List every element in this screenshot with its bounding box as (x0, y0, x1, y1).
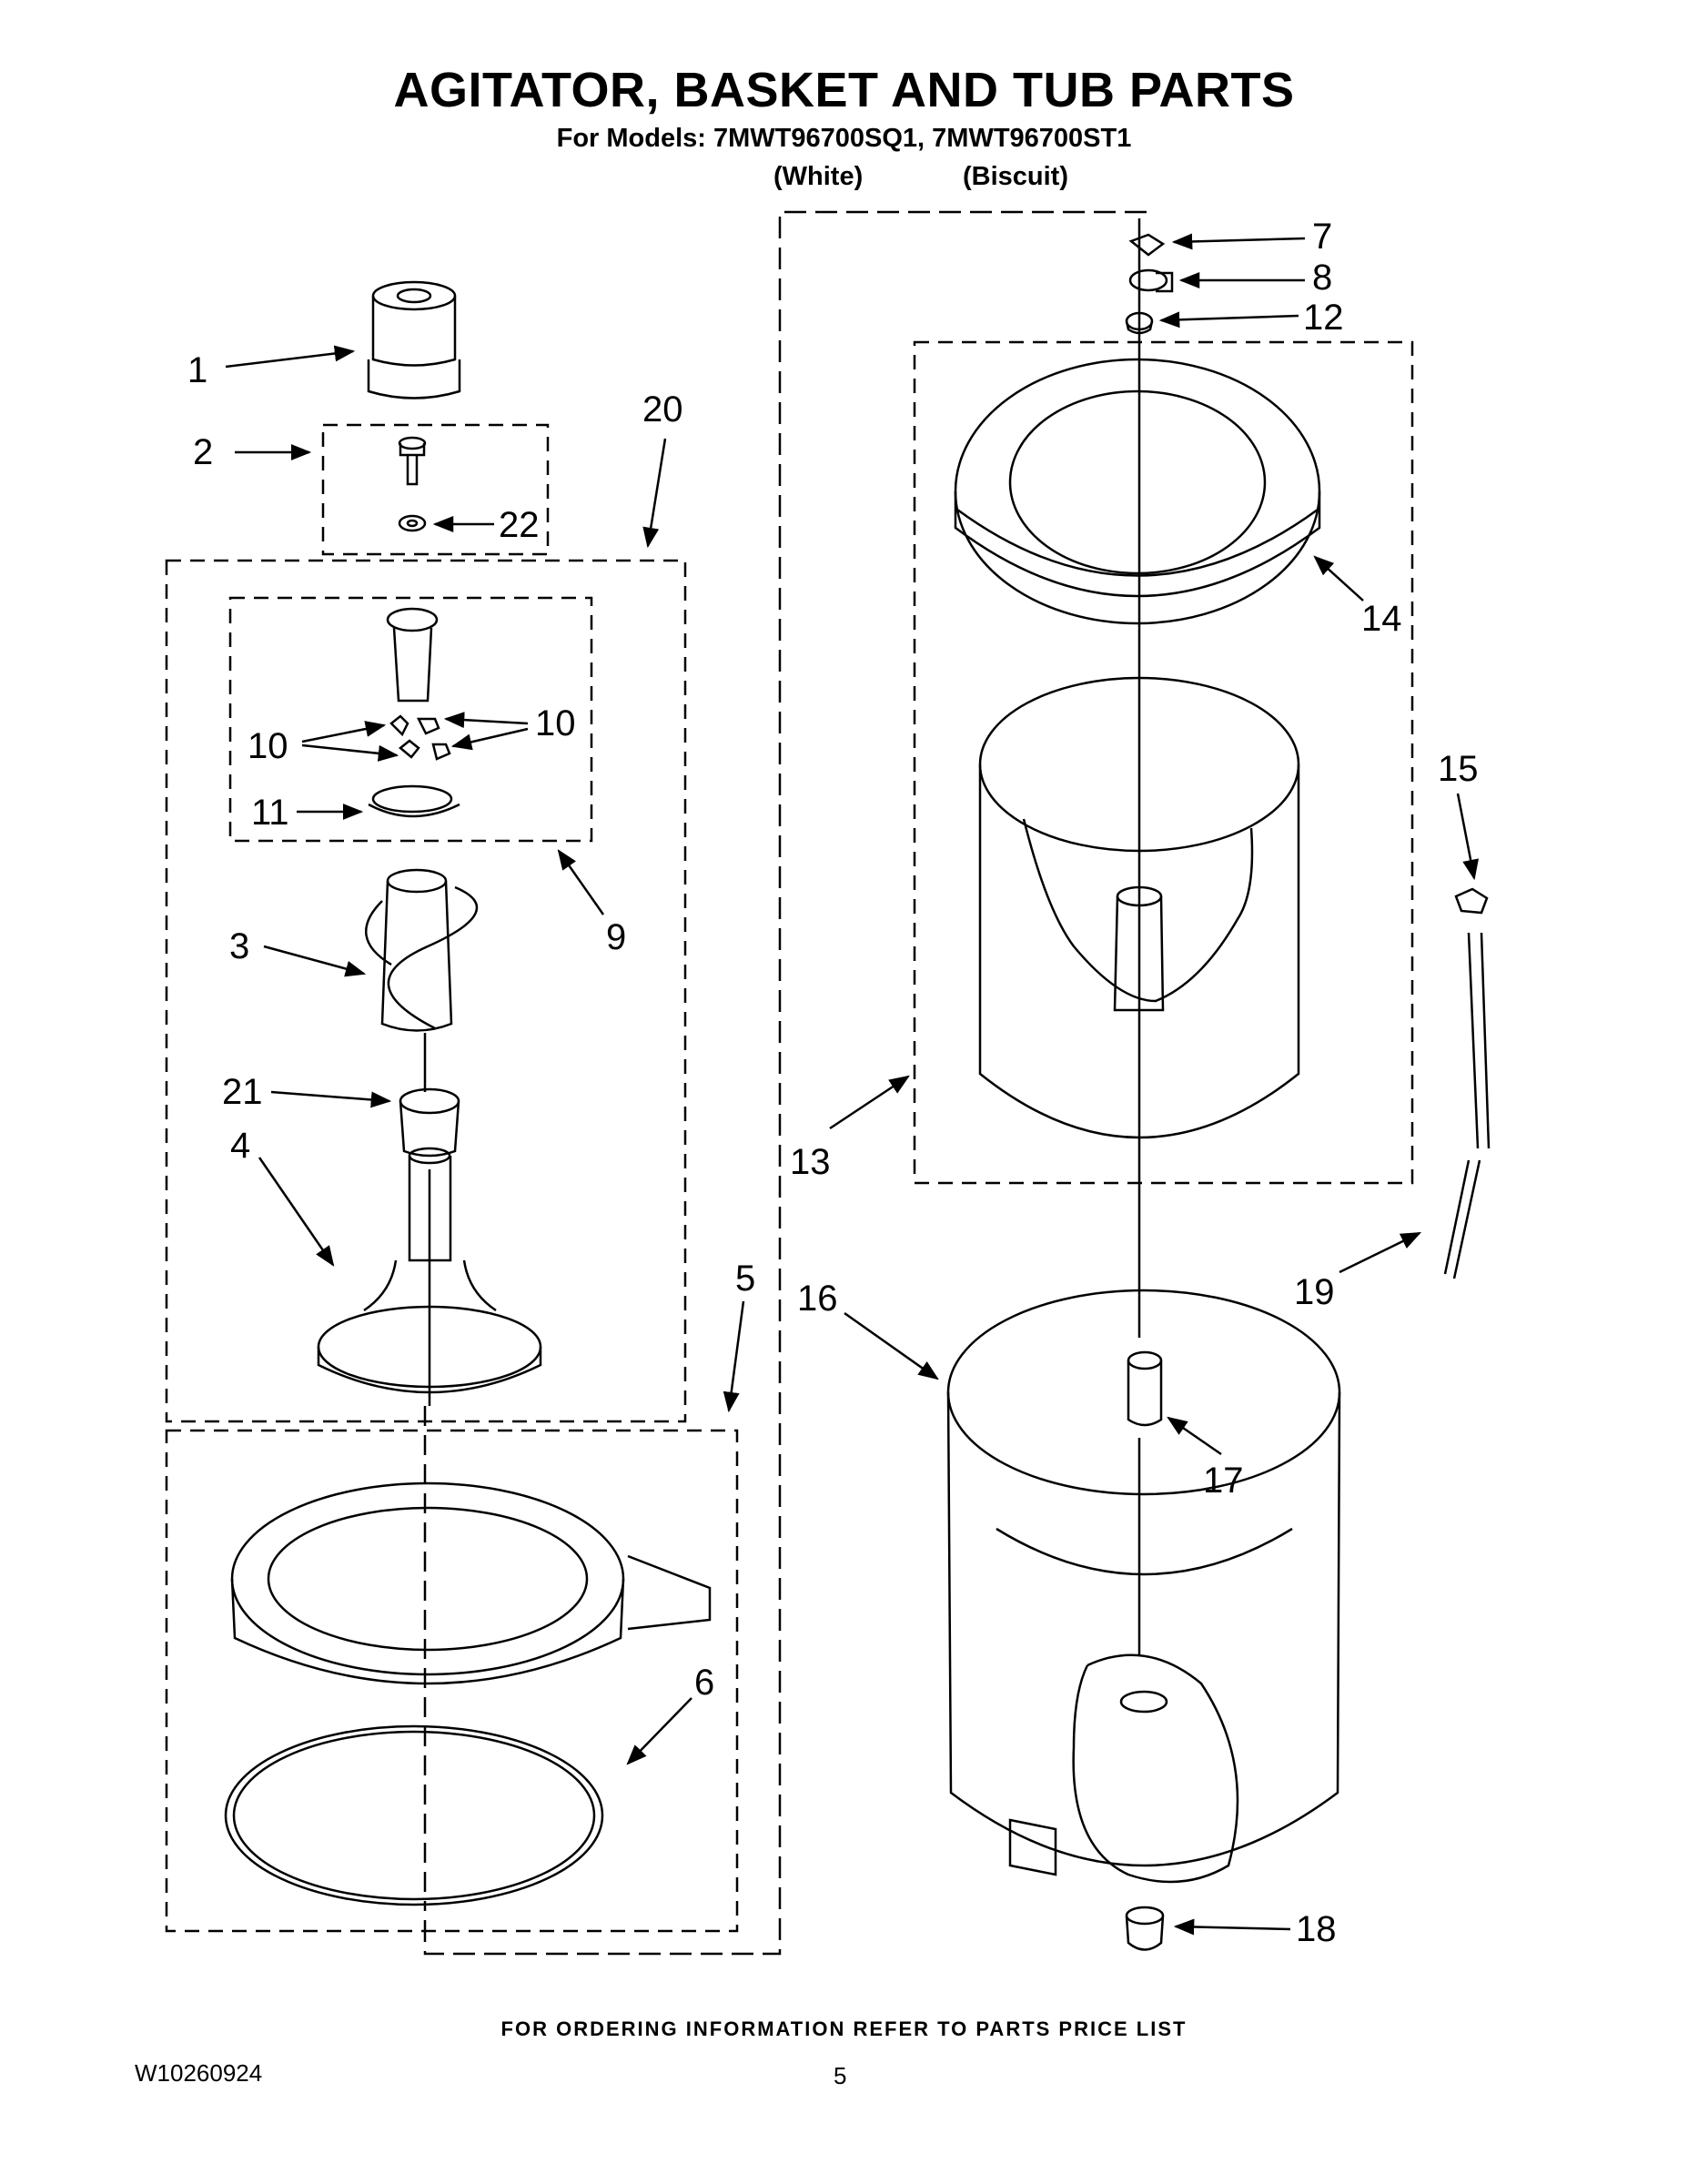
leader-13 (829, 1075, 910, 1130)
document-number: W10260924 (135, 2059, 263, 2087)
leader-14 (1313, 555, 1364, 602)
part-22-washer (398, 514, 427, 532)
part-2-bolt (398, 436, 427, 486)
group-box-2-22 (321, 423, 550, 556)
leader-16 (844, 1311, 939, 1380)
leader-15 (1456, 793, 1479, 881)
group-box-5 (165, 1429, 739, 1933)
callout-18: 18 (1296, 1909, 1337, 1949)
part-10-dogs (389, 714, 451, 761)
callout-4: 4 (230, 1126, 250, 1166)
leader-3 (263, 945, 367, 977)
part-18-plug (1125, 1906, 1165, 1951)
leader-5 (723, 1300, 745, 1413)
leader-20 (642, 438, 667, 549)
page-title: AGITATOR, BASKET AND TUB PARTS (393, 63, 1295, 117)
callout-21: 21 (222, 1072, 263, 1112)
leader-6 (626, 1697, 692, 1765)
callout-10-left: 10 (248, 726, 288, 766)
callout-1: 1 (187, 350, 207, 390)
part-7-clip (1128, 233, 1166, 257)
callout-22: 22 (499, 505, 540, 545)
callout-16: 16 (797, 1279, 838, 1319)
part-21-coupler (399, 1087, 460, 1158)
callout-7: 7 (1312, 217, 1332, 257)
part-15-clamp (1454, 887, 1489, 915)
part-14-balance-ring (954, 358, 1321, 625)
part-9-dog-housing (386, 607, 439, 703)
callout-8: 8 (1312, 258, 1332, 298)
callout-10-right: 10 (535, 703, 576, 743)
callout-5: 5 (735, 1259, 755, 1299)
axis-left (423, 1033, 431, 1406)
callout-3: 3 (229, 926, 249, 966)
callout-labels: 1 2 22 20 10 10 11 9 3 21 4 5 6 7 8 12 1… (187, 217, 1479, 1949)
models-line: For Models: 7MWT96700SQ1, 7MWT96700ST1 (556, 124, 1132, 153)
callout-12: 12 (1303, 298, 1344, 338)
callout-6: 6 (694, 1663, 714, 1703)
group-box-20 (165, 559, 687, 1423)
callout-19: 19 (1294, 1272, 1335, 1312)
leader-9 (557, 849, 605, 915)
variant-biscuit-label: (Biscuit) (963, 162, 1068, 191)
part-1-agitator-cap (367, 280, 461, 399)
callout-14: 14 (1361, 599, 1402, 639)
leader-10b-1 (443, 712, 529, 729)
part-19-hose (1443, 932, 1491, 1279)
ordering-note: FOR ORDERING INFORMATION REFER TO PARTS … (500, 2017, 1188, 2040)
leader-7 (1171, 233, 1306, 250)
leader-18 (1173, 1918, 1291, 1936)
part-6-ring-assembly (224, 1481, 712, 1906)
leader-10a-2 (301, 743, 399, 762)
leader-10a-1 (301, 721, 387, 743)
routing-line-top (423, 210, 1147, 1956)
variant-white-label: (White) (773, 162, 864, 191)
callout-15: 15 (1438, 749, 1479, 789)
part-11-cam (368, 784, 460, 818)
callout-9: 9 (606, 917, 626, 957)
callout-13: 13 (790, 1142, 831, 1182)
leader-19 (1339, 1231, 1422, 1274)
leader-21 (270, 1090, 392, 1108)
callout-2: 2 (193, 432, 213, 472)
group-box-13-14 (913, 340, 1414, 1185)
callout-20: 20 (642, 389, 683, 430)
part-3-auger (364, 868, 479, 1032)
leader-1 (225, 345, 356, 369)
part-16-outer-tub (946, 1289, 1341, 1884)
page-number: 5 (834, 2062, 847, 2089)
leader-10b-2 (450, 727, 529, 751)
group-box-9 (228, 596, 593, 843)
part-8-bracket (1128, 268, 1174, 293)
leader-17 (1167, 1416, 1222, 1456)
callout-11: 11 (251, 793, 289, 833)
callout-17: 17 (1203, 1461, 1244, 1501)
leader-12 (1158, 311, 1299, 329)
leader-4 (258, 1157, 335, 1267)
part-17-seal (1127, 1350, 1163, 1427)
